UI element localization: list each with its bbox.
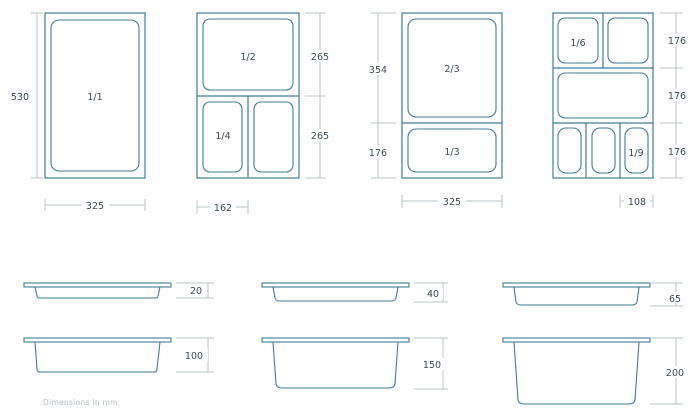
- small-width-label-bg: [624, 195, 650, 207]
- two-thirds-pan-insert: [407, 18, 497, 118]
- thirds-width-label: 325: [443, 197, 461, 208]
- profile-65-label-bg: [662, 292, 688, 303]
- thirds-outline: [401, 12, 503, 179]
- profile-150-rim: [261, 337, 410, 343]
- profile-65-label: 65: [669, 294, 681, 305]
- halves-height-top-label: 265: [311, 52, 329, 63]
- full-pan-insert: [50, 19, 140, 172]
- profile-20-label: 20: [190, 286, 202, 297]
- profile-20-body: [34, 286, 161, 299]
- profile-150-label-bg: [418, 358, 446, 370]
- ninth-fraction-label: 1/9: [628, 148, 643, 159]
- profile-100-body: [34, 341, 161, 373]
- quarter-pan-insert-left: [202, 101, 243, 173]
- profile-depth-40: 40: [261, 282, 448, 303]
- thirds-width-label-bg: [438, 195, 466, 207]
- full-pan-height-label-bg: [2, 90, 32, 102]
- profile-40-body: [272, 286, 399, 302]
- thirds-height-bottom-label-bg: [364, 146, 392, 158]
- full-pan-fraction-label: 1/1: [87, 92, 102, 103]
- profile-40-label-bg: [421, 288, 443, 299]
- plan-thirds: 2/3 1/3 354 176 325: [364, 12, 503, 208]
- small-height-1-label-bg: [664, 34, 692, 46]
- profile-depth-150: 150: [261, 337, 448, 390]
- profile-200-body: [513, 341, 640, 405]
- halves-height-bottom-label-bg: [306, 129, 334, 141]
- small-height-1-label: 176: [668, 36, 686, 47]
- small-height-2-label-bg: [664, 89, 692, 101]
- profile-20-rim: [23, 282, 172, 288]
- plan-halves: 1/2 1/4 265 265 162: [196, 12, 334, 214]
- sixth-pan-insert-left: [557, 17, 599, 64]
- sixth-pan-insert-right: [607, 17, 649, 64]
- ninth-pan-insert-2: [591, 127, 616, 174]
- profile-150-body: [272, 341, 399, 389]
- profile-200-rim: [502, 337, 651, 343]
- full-pan-width-label-bg: [81, 199, 109, 211]
- profile-depth-20: 20: [23, 282, 214, 299]
- profile-40-rim: [261, 282, 410, 288]
- full-pan-height-label: 530: [11, 92, 29, 103]
- thirds-height-top-label-bg: [364, 63, 392, 75]
- profile-100-rim: [23, 337, 172, 343]
- small-width-label: 108: [628, 197, 646, 208]
- plan-small: 1/6 1/9 176 176 176 108: [552, 12, 692, 208]
- halves-width-label: 162: [214, 203, 232, 214]
- one-third-pan-insert: [407, 128, 497, 173]
- profile-150-label: 150: [423, 360, 441, 371]
- profile-100-label-bg: [182, 349, 208, 361]
- dimensions-footnote: Dimensions in mm: [43, 398, 118, 407]
- profile-200-label-bg: [660, 366, 690, 378]
- full-pan-width-label: 325: [86, 201, 104, 212]
- small-height-3-label: 176: [668, 147, 686, 158]
- sixth-fraction-label: 1/6: [570, 38, 585, 49]
- profile-200-label: 200: [666, 368, 684, 379]
- third-pan-insert-middle: [557, 72, 649, 119]
- ninth-pan-insert-3: [624, 127, 649, 174]
- thirds-height-bottom-label: 176: [369, 148, 387, 159]
- halves-height-top-label-bg: [306, 50, 334, 62]
- halves-height-bottom-label: 265: [311, 131, 329, 142]
- ninth-pan-insert-1: [557, 127, 582, 174]
- profile-65-rim: [502, 282, 651, 288]
- half-pan-fraction-label: 1/2: [240, 52, 255, 63]
- small-height-3-label-bg: [664, 145, 692, 157]
- profile-depth-65: 65: [502, 282, 688, 307]
- profile-depth-200: 200: [502, 337, 690, 405]
- profile-depth-100: 100: [23, 337, 214, 373]
- halves-width-label-bg: [210, 201, 236, 213]
- small-height-2-label: 176: [668, 91, 686, 102]
- profile-40-label: 40: [427, 289, 439, 300]
- half-pan-insert: [202, 18, 294, 91]
- thirds-height-top-label: 354: [369, 65, 387, 76]
- full-pan-outline: [44, 12, 146, 179]
- one-third-fraction-label: 1/3: [444, 147, 459, 158]
- quarter-pan-insert-right: [253, 101, 294, 173]
- profile-100-label: 100: [185, 351, 203, 362]
- plan-full-pan: 1/1 530 325: [2, 12, 146, 212]
- quarter-pan-fraction-label: 1/4: [215, 131, 230, 142]
- two-thirds-fraction-label: 2/3: [444, 64, 459, 75]
- profile-20-label-bg: [184, 285, 206, 296]
- profile-65-body: [513, 286, 640, 306]
